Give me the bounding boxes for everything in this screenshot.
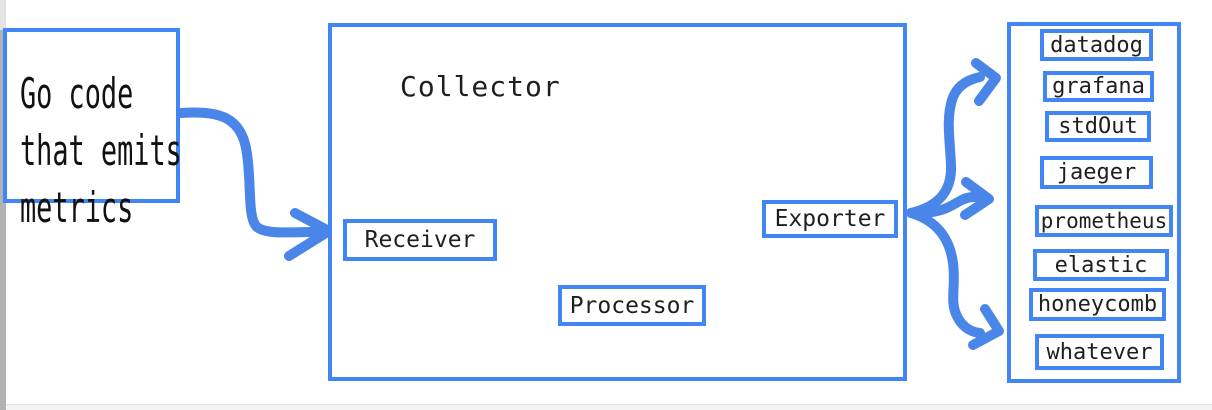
source-code-text: Go code that emits metrics [20, 65, 182, 236]
arrow-exporter-to-destinations-top[interactable] [906, 58, 1001, 218]
collector-title: Collector [400, 70, 561, 103]
source-code-box[interactable]: Go code that emits metrics [3, 28, 182, 232]
exporter-label: Exporter [774, 206, 886, 232]
receiver-box[interactable]: Receiver [343, 219, 497, 261]
destination-box-datadog[interactable]: datadog [1040, 29, 1153, 61]
destination-label: datadog [1050, 32, 1143, 58]
destination-box-whatever[interactable]: whatever [1035, 334, 1164, 370]
destination-box-jaeger[interactable]: jaeger [1040, 156, 1153, 189]
destination-box-honeycomb[interactable]: honeycomb [1029, 288, 1166, 321]
destination-label: prometheus [1040, 209, 1168, 233]
destination-label: elastic [1054, 252, 1148, 278]
destination-label: jaeger [1056, 160, 1137, 185]
destination-label: whatever [1046, 339, 1153, 365]
receiver-label: Receiver [364, 227, 476, 253]
destination-label: stdOut [1058, 114, 1138, 139]
source-code-line-3: metrics [20, 183, 134, 232]
destination-box-stdout[interactable]: stdOut [1045, 111, 1151, 142]
left-scrollbar-track-cap [0, 0, 6, 30]
destination-label: honeycomb [1037, 292, 1158, 317]
canvas-bottom-edge [6, 404, 1212, 410]
arrow-exporter-to-destinations-middle[interactable] [906, 177, 994, 220]
destination-box-elastic[interactable]: elastic [1033, 249, 1169, 281]
left-scrollbar[interactable] [0, 0, 6, 410]
destination-box-prometheus[interactable]: prometheus [1035, 205, 1173, 237]
arrow-source-to-collector[interactable] [176, 107, 334, 261]
source-code-line-1: Go code [20, 69, 134, 118]
destination-label: grafana [1052, 74, 1145, 99]
arrow-exporter-to-destinations-bottom[interactable] [906, 208, 1004, 350]
source-code-line-2: that emits [20, 126, 182, 175]
destination-box-grafana[interactable]: grafana [1043, 71, 1154, 102]
processor-label: Processor [569, 292, 695, 319]
processor-box[interactable]: Processor [558, 285, 706, 326]
exporter-box[interactable]: Exporter [762, 200, 898, 238]
